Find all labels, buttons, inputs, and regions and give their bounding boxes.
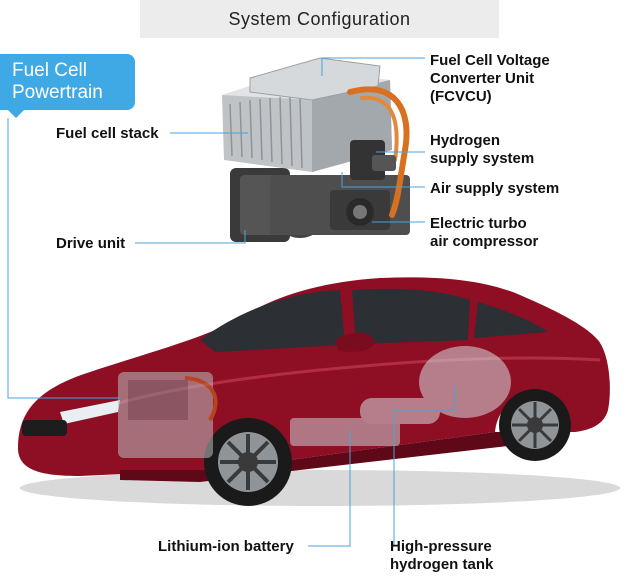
fcvcu-label-line1: Fuel Cell Voltage <box>430 52 550 69</box>
hydrogen-tank-label-line2: hydrogen tank <box>390 556 494 573</box>
hydrogen-tank-label: High-pressure hydrogen tank <box>390 538 493 574</box>
car-image <box>18 277 620 506</box>
diagram-title: System Configuration <box>140 0 499 38</box>
hydrogen-supply-label: Hydrogen supply system <box>430 132 534 168</box>
hydrogen-supply-label-line2: supply system <box>430 150 535 167</box>
powertrain-tag-line2: Powertrain <box>12 82 103 103</box>
powertrain-tag: Fuel Cell Powertrain <box>0 54 135 110</box>
turbo-compressor-label-line1: Electric turbo <box>430 215 527 232</box>
powertrain-unit-image <box>222 57 410 242</box>
turbo-compressor-label: Electric turbo air compressor <box>430 215 538 251</box>
diagram-title-text: System Configuration <box>228 8 411 29</box>
powertrain-tag-pointer <box>8 110 24 118</box>
fcvcu-label-line3: (FCVCU) <box>430 88 492 105</box>
drive-unit-label: Drive unit <box>56 235 126 252</box>
hydrogen-supply-label-line1: Hydrogen <box>430 132 501 149</box>
air-supply-label: Air supply system <box>430 180 560 197</box>
fcvcu-label: Fuel Cell Voltage Converter Unit (FCVCU) <box>430 52 550 106</box>
powertrain-tag-line1: Fuel Cell <box>12 60 87 81</box>
hydrogen-tank-label-line1: High-pressure <box>390 538 492 555</box>
leader-lines <box>7 57 456 547</box>
fcvcu-label-line2: Converter Unit <box>430 70 535 87</box>
turbo-compressor-label-line2: air compressor <box>430 233 539 250</box>
battery-label: Lithium-ion battery <box>158 538 294 555</box>
fuel-cell-stack-label: Fuel cell stack <box>56 125 159 142</box>
